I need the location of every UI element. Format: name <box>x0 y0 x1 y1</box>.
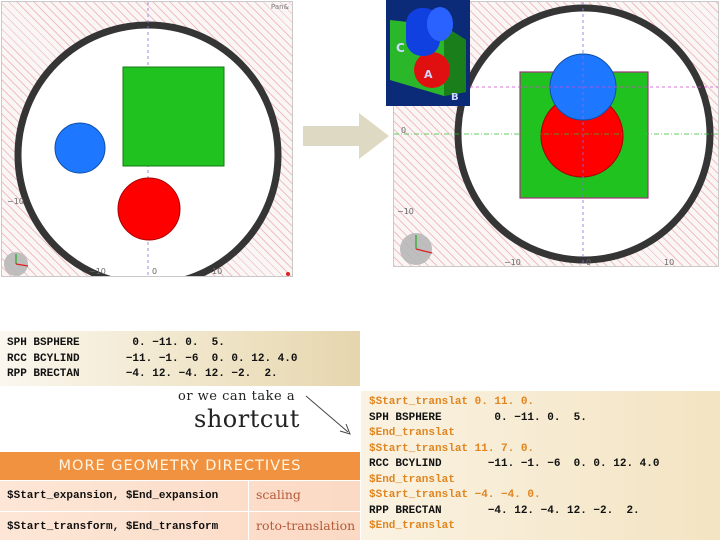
left-geometry-view[interactable]: Pan& −10 −10 0 10 <box>1 1 293 277</box>
red-sphere <box>117 177 181 241</box>
note-line: or we can take a <box>178 389 296 404</box>
axis-tick-label: −10 <box>7 197 24 206</box>
corner-marker <box>286 272 290 276</box>
directive-line: $Start_translat 11. 7. 0. <box>369 442 535 455</box>
geometry-directives-table: MORE GEOMETRY DIRECTIVES $Start_expansio… <box>0 452 360 540</box>
column-divider <box>248 512 249 540</box>
geometry-code-block: SPH BSPHERE 0. −11. 0. 5. RCC BCYLIND −1… <box>0 331 360 386</box>
table-row: $Start_expansion, $End_expansion scaling <box>0 481 360 511</box>
table-title: MORE GEOMETRY DIRECTIVES <box>0 452 360 480</box>
blue-cylinder-section <box>54 122 106 174</box>
directive-line: $End_translat <box>369 473 455 486</box>
code-line: RPP BRECTAN −4. 12. −4. 12. −2. 2. <box>369 504 640 517</box>
note-heading: shortcut <box>194 405 300 433</box>
axis-tick-label: −10 <box>504 258 521 267</box>
axis-tick-label: −10 <box>89 267 106 276</box>
axis-tick-label: 0 <box>401 126 407 135</box>
axis-tick-label: −10 <box>397 207 414 216</box>
inset-label: B <box>451 92 459 103</box>
directive-line: $Start_translat 0. 11. 0. <box>369 396 535 408</box>
directive-line: $Start_translat −4. −4. 0. <box>369 489 541 501</box>
axis-tick-label: 10 <box>664 258 675 267</box>
code-line: SPH BSPHERE 0. −11. 0. 5. <box>7 337 225 349</box>
axis-tick-label: 0 <box>152 267 158 276</box>
3d-inset-view: C A B <box>386 0 470 106</box>
directive-line: $End_translat <box>369 520 455 532</box>
table-row: $Start_transform, $End_transform roto-tr… <box>0 512 360 540</box>
inset-label: C <box>396 41 405 55</box>
gizmo-x-axis <box>415 248 433 254</box>
pointer-arrow-icon <box>305 395 351 435</box>
translated-code-block: $Start_translat 0. 11. 0. SPH BSPHERE 0.… <box>361 391 720 540</box>
left-geometry-canvas <box>4 2 290 276</box>
directive-code: $Start_expansion, $End_expansion <box>7 490 219 502</box>
axis-tick-label: 0 <box>586 258 592 267</box>
inset-label: A <box>424 68 433 81</box>
directive-description: scaling <box>256 487 301 502</box>
3d-inset-canvas: C A B <box>390 7 466 103</box>
code-line: SPH BSPHERE 0. −11. 0. 5. <box>369 411 587 424</box>
column-divider <box>248 481 249 511</box>
directive-description: roto-translation <box>256 518 356 533</box>
code-line: RCC BCYLIND −11. −1. −6 0. 0. 12. 4.0 <box>7 352 298 365</box>
gizmo-x-axis <box>15 263 29 267</box>
green-box <box>122 66 225 167</box>
3d-box-side <box>444 26 466 96</box>
code-line: RCC BCYLIND −11. −1. −6 0. 0. 12. 4.0 <box>369 458 660 470</box>
code-line: RPP BRECTAN −4. 12. −4. 12. −2. 2. <box>7 368 278 380</box>
transition-arrow-icon <box>303 113 389 159</box>
directive-code: $Start_transform, $End_transform <box>7 521 219 533</box>
right-geometry-canvas <box>394 2 718 266</box>
shortcut-note: or we can take a shortcut <box>178 389 328 433</box>
3d-sphere <box>414 52 450 88</box>
directive-line: $End_translat <box>369 427 455 439</box>
view-corner-label: Pan& <box>270 3 289 11</box>
3d-cylinder-cap <box>427 7 453 41</box>
axis-tick-label: 10 <box>212 267 223 276</box>
